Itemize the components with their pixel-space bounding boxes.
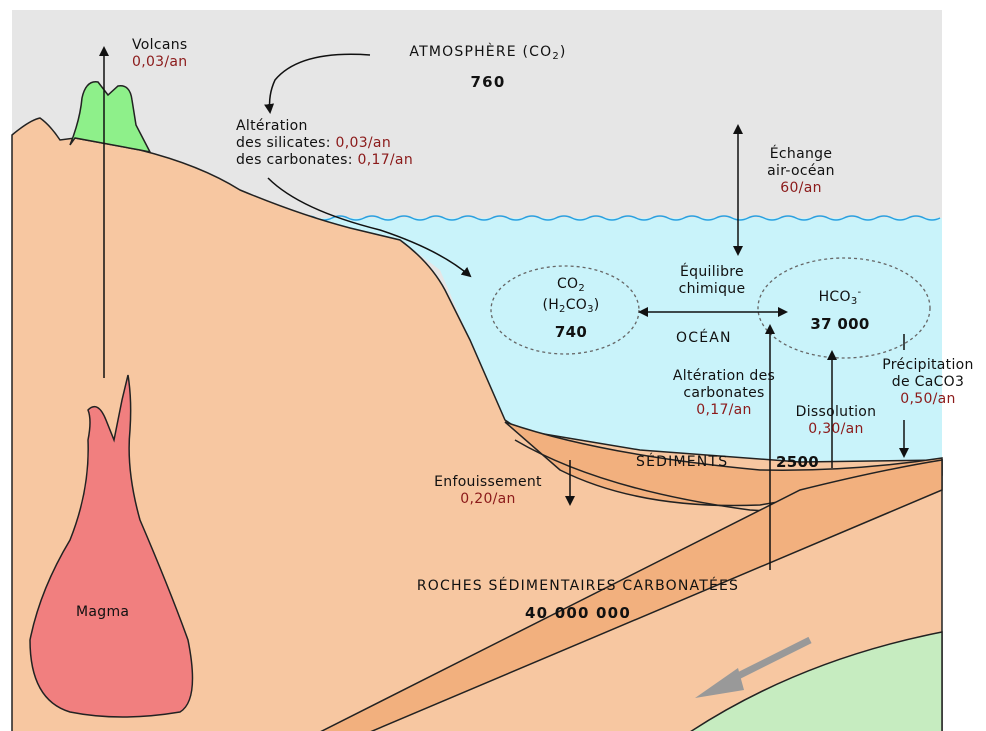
alteration-title: Altération (236, 118, 413, 135)
magma-label: Magma (76, 604, 129, 621)
echange-line1: Échange (767, 146, 835, 163)
precipitation-line2: de CaCO3 (882, 374, 973, 391)
alteration-carb-rate: 0,17/an (673, 402, 775, 419)
roches-title: ROCHES SÉDIMENTAIRES CARBONATÉES (417, 578, 739, 595)
echange-rate: 60/an (767, 180, 835, 197)
dissolution-title: Dissolution (796, 404, 877, 421)
atmosphere-label: ATMOSPHÈRE (CO2) 760 (409, 44, 566, 91)
carbonates-rate: 0,17/an (358, 152, 413, 168)
hco3-formula: HCO3- (810, 284, 869, 310)
precipitation-rate: 0,50/an (882, 391, 973, 408)
precipitation-label: Précipitation de CaCO3 0,50/an (882, 357, 973, 408)
volcans-title: Volcans (132, 37, 188, 54)
volcans-rate: 0,03/an (132, 54, 188, 71)
equilibre-line1: Équilibre (679, 264, 746, 281)
equilibre-line2: chimique (679, 281, 746, 298)
enfouissement-rate: 0,20/an (434, 491, 542, 508)
silicates-rate: 0,03/an (336, 135, 391, 151)
roches-value: 40 000 000 (417, 605, 739, 622)
alteration-top-label: Altération des silicates: 0,03/an des ca… (236, 118, 413, 169)
precipitation-line1: Précipitation (882, 357, 973, 374)
dissolution-rate: 0,30/an (796, 421, 877, 438)
sediments-value: 2500 (776, 454, 819, 471)
alteration-carb-label: Altération des carbonates 0,17/an (673, 368, 775, 419)
enfouissement-label: Enfouissement 0,20/an (434, 474, 542, 508)
co2-formula: CO2 (542, 276, 599, 297)
atmosphere-title: ATMOSPHÈRE (CO2) (409, 44, 566, 60)
hco3-pool-value: 37 000 (810, 316, 869, 333)
co2-pool-value: 740 (542, 324, 599, 341)
alteration-carb-line2: carbonates (673, 385, 775, 402)
alteration-carb-line1: Altération des (673, 368, 775, 385)
enfouissement-title: Enfouissement (434, 474, 542, 491)
co2-pool-label: CO2 (H2CO3) 740 (542, 276, 599, 341)
echange-label: Échange air-océan 60/an (767, 146, 835, 197)
sediments-label: SÉDIMENTS (636, 454, 728, 471)
roches-label: ROCHES SÉDIMENTAIRES CARBONATÉES 40 000 … (417, 578, 739, 622)
ocean-label: OCÉAN (676, 330, 732, 347)
h2co3-formula: (H2CO3) (542, 297, 599, 318)
carbonates-label: des carbonates: (236, 152, 358, 168)
volcans-label: Volcans 0,03/an (132, 37, 188, 71)
atmosphere-value: 760 (409, 74, 566, 91)
silicates-label: des silicates: (236, 135, 336, 151)
dissolution-label: Dissolution 0,30/an (796, 404, 877, 438)
echange-line2: air-océan (767, 163, 835, 180)
equilibre-label: Équilibre chimique (679, 264, 746, 298)
hco3-pool-label: HCO3- 37 000 (810, 284, 869, 333)
